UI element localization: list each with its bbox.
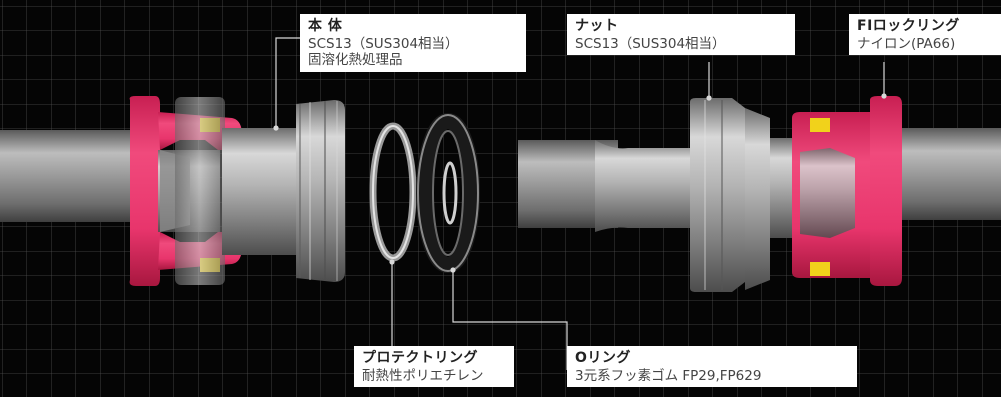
callout-o-ring-material: 3元系フッ素ゴム FP29,FP629	[575, 367, 762, 384]
nut-fitting	[690, 98, 800, 292]
left-pipe	[0, 130, 150, 222]
callout-protect-ring-material: 耐熱性ポリエチレン	[362, 367, 484, 384]
callout-body-title: 本 体	[308, 18, 343, 34]
callout-lock-ring-title: FIロックリング	[857, 18, 960, 34]
o-ring	[416, 113, 480, 273]
callout-nut-material: SCS13（SUS304相当）	[575, 35, 726, 52]
right-lock-tab-bottom	[810, 262, 830, 276]
callout-o-ring-title: Oリング	[575, 350, 631, 366]
body-fitting	[175, 97, 345, 285]
callout-body: 本 体 SCS13（SUS304相当） 固溶化熱処理品	[300, 14, 526, 73]
callout-body-treatment: 固溶化熱処理品	[308, 52, 403, 69]
callout-nut: ナット SCS13（SUS304相当）	[567, 14, 795, 56]
leader-body	[275, 37, 300, 128]
callout-protect-ring-title: プロテクトリング	[362, 350, 478, 366]
callout-nut-title: ナット	[575, 18, 619, 34]
callout-body-material: SCS13（SUS304相当）	[308, 35, 459, 52]
callout-o-ring: Oリング 3元系フッ素ゴム FP29,FP629	[567, 346, 857, 388]
right-lock-tab-top	[810, 118, 830, 132]
callout-protect-ring: プロテクトリング 耐熱性ポリエチレン	[354, 346, 514, 388]
callout-lock-ring-material: ナイロン(PA66)	[857, 35, 956, 52]
callout-lock-ring: FIロックリング ナイロン(PA66)	[849, 14, 1001, 56]
right-lock-ring	[792, 96, 902, 286]
protect-ring	[369, 122, 417, 262]
right-pipe	[518, 128, 1001, 232]
